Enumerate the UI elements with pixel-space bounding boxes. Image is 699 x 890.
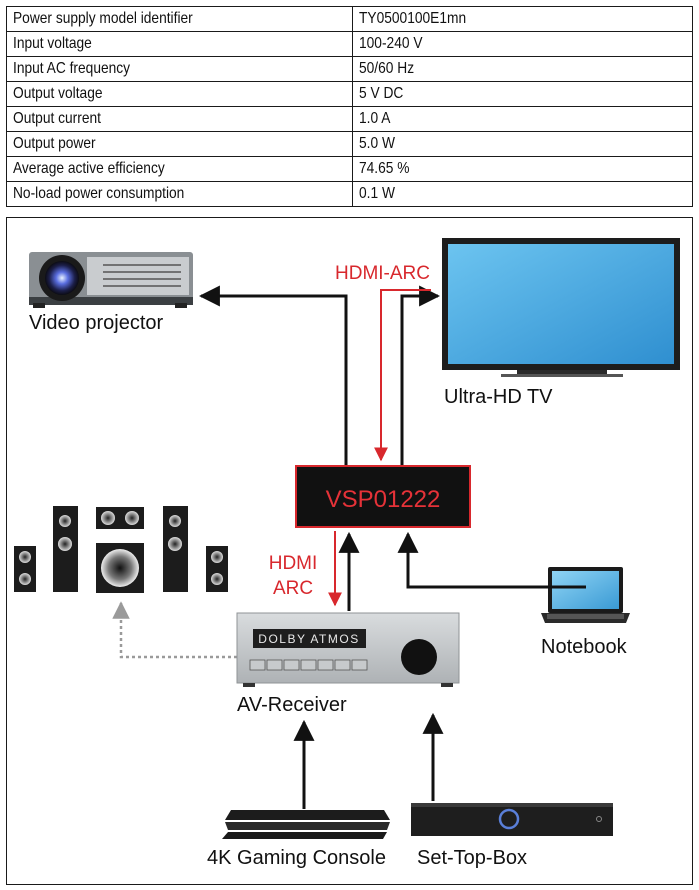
arc-return-arrow xyxy=(374,289,431,462)
projector-icon xyxy=(29,252,193,308)
diagram-canvas: Video projector Ultra-HD TV HDMI-ARC VSP… xyxy=(14,238,680,869)
spec-value: 5.0 W xyxy=(359,135,395,152)
set-top-box-label: Set-Top-Box xyxy=(417,847,527,869)
spec-value: 74.65 % xyxy=(359,160,410,177)
connection-diagram: Video projector Ultra-HD TV HDMI-ARC VSP… xyxy=(6,217,693,885)
table-row: Output current 1.0 A xyxy=(6,106,693,132)
spec-label: No-load power consumption xyxy=(13,185,185,202)
spec-value: 1.0 A xyxy=(359,110,391,127)
spec-label: Output power xyxy=(13,135,96,152)
av-receiver-icon xyxy=(236,612,460,687)
projector-connection-arrow xyxy=(198,285,348,466)
hdmi-arc-side-label-2: ARC xyxy=(273,578,313,599)
hdmi-arc-side-label-1: HDMI xyxy=(269,553,318,574)
notebook-icon xyxy=(541,567,630,623)
table-row: Input AC frequency 50/60 Hz xyxy=(6,56,693,82)
spec-value: 5 V DC xyxy=(359,85,404,102)
console-label: 4K Gaming Console xyxy=(207,847,386,869)
tv-connection-arrow xyxy=(400,285,441,466)
table-row: Output voltage 5 V DC xyxy=(6,81,693,107)
speaker-connection-arrow xyxy=(112,601,237,659)
spec-table: Power supply model identifier TY0500100E… xyxy=(6,6,693,207)
spec-value: 0.1 W xyxy=(359,185,395,202)
table-row: Power supply model identifier TY0500100E… xyxy=(6,6,693,32)
receiver-display-text: DOLBY ATMOS xyxy=(258,632,359,646)
spec-label: Output voltage xyxy=(13,85,103,102)
spec-value: 50/60 Hz xyxy=(359,60,415,77)
notebook-label: Notebook xyxy=(541,636,628,658)
projector-label: Video projector xyxy=(29,312,164,334)
table-row: Average active efficiency 74.65 % xyxy=(6,156,693,182)
spec-value: TY0500100E1mn xyxy=(359,10,467,27)
table-row: Output power 5.0 W xyxy=(6,131,693,157)
spec-label: Input AC frequency xyxy=(13,60,131,77)
spec-value: 100-240 V xyxy=(359,35,423,52)
spec-label: Average active efficiency xyxy=(13,160,165,177)
notebook-connection-arrow xyxy=(397,531,586,589)
set-top-box-icon xyxy=(411,803,613,836)
spec-label: Input voltage xyxy=(13,35,92,52)
spec-label: Power supply model identifier xyxy=(13,10,193,27)
hub-box xyxy=(295,465,471,528)
hub-label: VSP01222 xyxy=(326,486,441,513)
receiver-label: AV-Receiver xyxy=(237,694,347,716)
tv-icon xyxy=(442,238,680,377)
speakers-icon xyxy=(14,506,228,593)
table-row: Input voltage 100-240 V xyxy=(6,31,693,57)
spec-label: Output current xyxy=(13,110,101,127)
table-row: No-load power consumption 0.1 W xyxy=(6,181,693,207)
tv-label: Ultra-HD TV xyxy=(444,386,553,408)
gaming-console-icon xyxy=(222,810,390,839)
hdmi-arc-top-label: HDMI-ARC xyxy=(335,263,430,284)
